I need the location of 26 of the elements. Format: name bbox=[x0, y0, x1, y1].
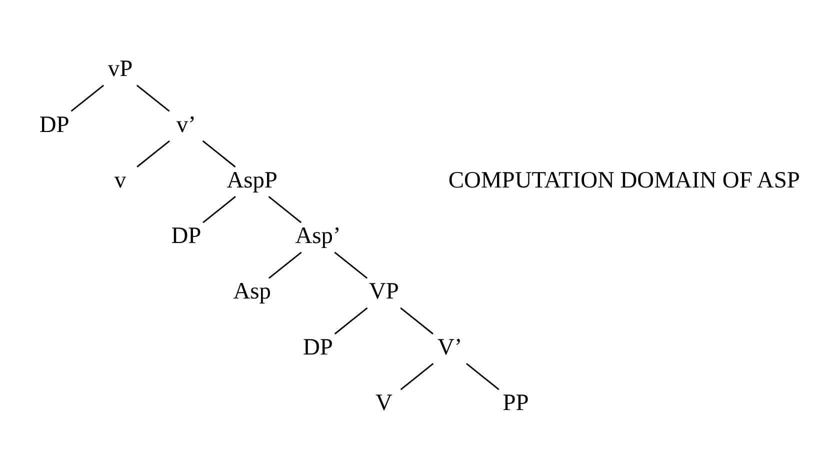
node-text: vP bbox=[108, 56, 133, 82]
connector bbox=[334, 306, 368, 334]
connector bbox=[136, 140, 170, 167]
node-text: V bbox=[375, 390, 392, 416]
connector bbox=[400, 306, 434, 334]
connector bbox=[202, 196, 236, 223]
node-text: Asp’ bbox=[295, 222, 341, 249]
node-text: PP bbox=[502, 390, 529, 416]
node-text: DP bbox=[39, 111, 70, 138]
node-text: Asp bbox=[233, 278, 271, 304]
node-text: AspP bbox=[226, 166, 278, 193]
node-text: DP bbox=[303, 334, 333, 360]
node-text: v bbox=[114, 166, 126, 193]
node-text: v’ bbox=[176, 111, 196, 138]
label: COMPUTATION DOMAIN OF ASP bbox=[448, 166, 800, 193]
connector bbox=[334, 251, 368, 278]
connector bbox=[202, 140, 236, 167]
connector bbox=[400, 362, 434, 390]
connector bbox=[136, 84, 170, 112]
connector bbox=[70, 84, 104, 112]
connector bbox=[268, 251, 302, 278]
connector bbox=[466, 362, 500, 390]
node-text: DP bbox=[171, 222, 202, 249]
node-text: V’ bbox=[437, 334, 462, 360]
connector bbox=[268, 196, 302, 223]
node-text: VP bbox=[368, 278, 399, 304]
